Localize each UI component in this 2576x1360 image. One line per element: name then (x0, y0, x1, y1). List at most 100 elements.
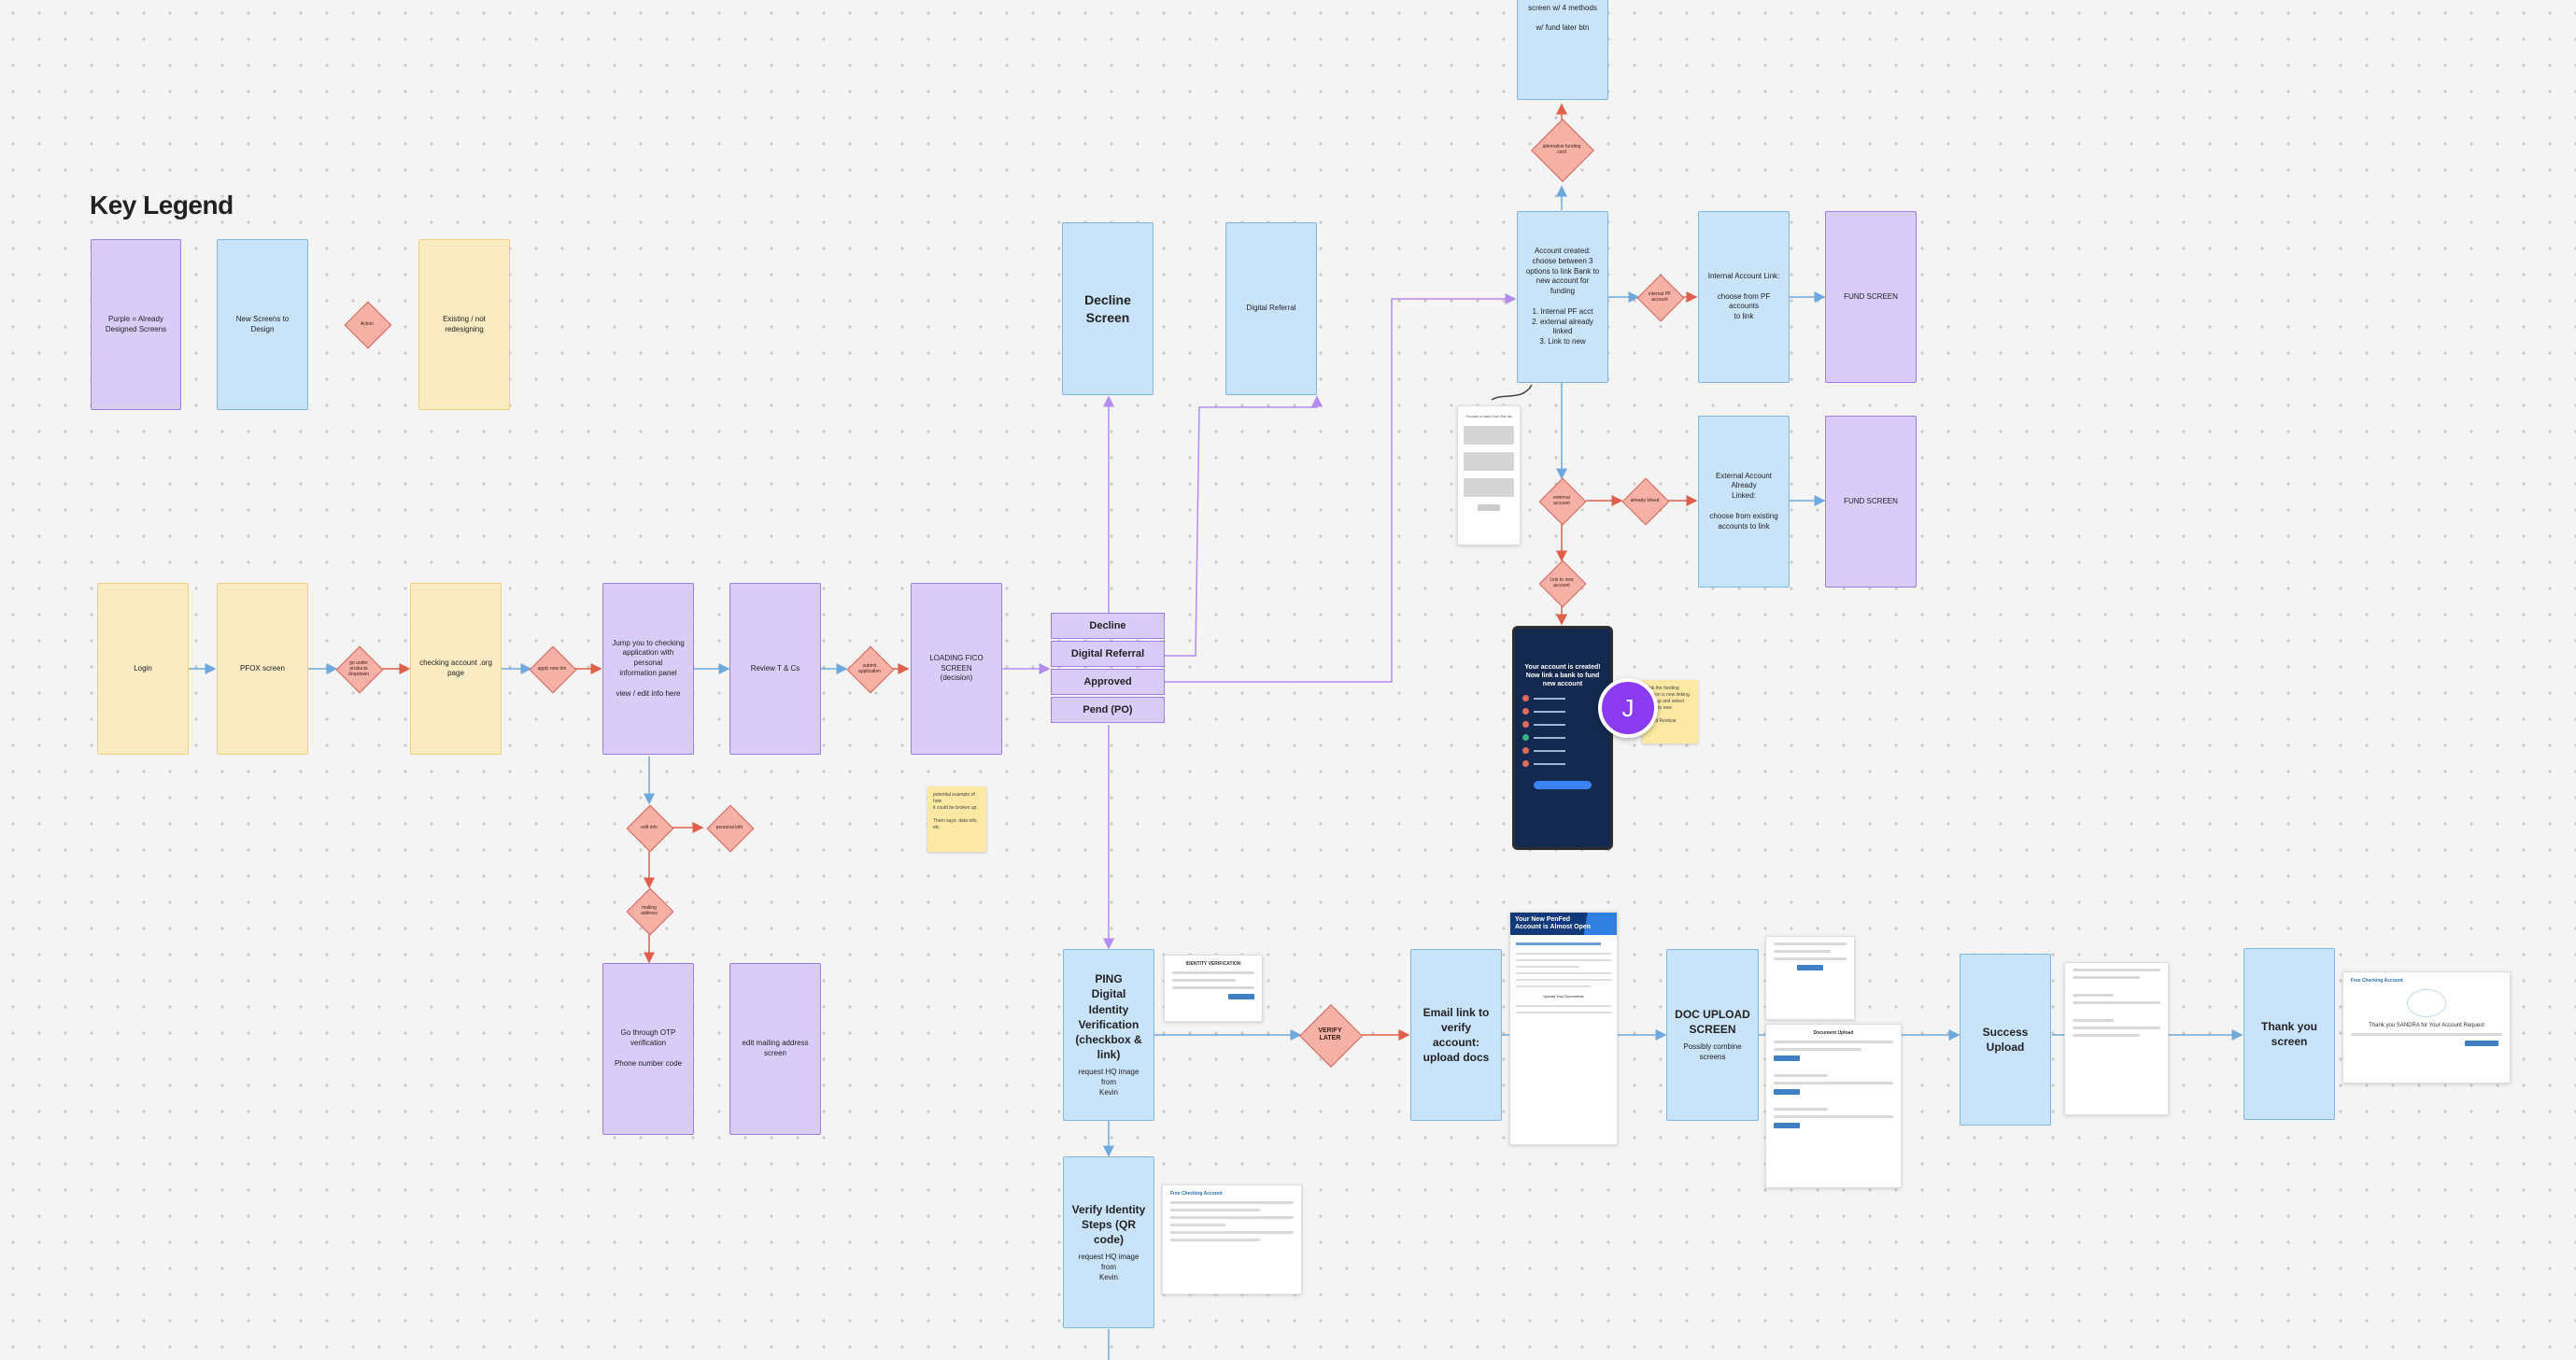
mobile-bank-row[interactable] (1522, 759, 1603, 768)
bank-choice-modal[interactable]: Choose a bank from this list (1457, 405, 1521, 545)
interstitial-top-label: interstitial screen with screen w/ 4 met… (1527, 0, 1598, 33)
personal-info-diamond[interactable]: personal info (708, 806, 751, 849)
qr-thumb-title: Free Checking Account (1170, 1191, 1223, 1197)
verify-later-diamond[interactable]: VERIFY LATER (1300, 1005, 1360, 1065)
sticky-note[interactable]: potential example of how it could be bro… (927, 786, 986, 852)
decision-decline[interactable]: Decline (1051, 613, 1165, 639)
external-account-diamond[interactable]: external account (1540, 479, 1583, 522)
bank-option-3[interactable] (1464, 478, 1514, 497)
account-created-card[interactable]: Account created: choose between 3 option… (1517, 211, 1608, 383)
placeholder-line (1516, 942, 1602, 945)
placeholder-line (1170, 1231, 1294, 1234)
submit-application-diamond[interactable]: submit application (848, 647, 891, 690)
pfox-card[interactable]: PFOX screen (217, 583, 308, 755)
doc-thumb-title: Document Upload (1813, 1030, 1854, 1036)
email-link-card[interactable]: Email link to verify account: upload doc… (1410, 949, 1502, 1121)
digital-referral-card[interactable]: Digital Referral (1225, 222, 1317, 395)
checking-page-card[interactable]: checking account .org page (410, 583, 502, 755)
ping-verification-card[interactable]: PING Digital Identity Verification (chec… (1063, 949, 1154, 1121)
personal-info-label: personal info (715, 825, 743, 830)
mailing-address-screen-card[interactable]: edit mailing address screen (729, 963, 821, 1135)
internal-account-diamond[interactable]: internal PF account (1638, 276, 1681, 319)
success-upload-card[interactable]: Success Upload (1960, 954, 2051, 1126)
thumb-button (2465, 1041, 2498, 1046)
products-dropdown-diamond[interactable]: go under products dropdown (337, 647, 380, 690)
ping-verification-note: request HQ image from Kevin (1078, 1068, 1139, 1097)
fund-screen-2-card[interactable]: FUND SCREEN (1825, 416, 1917, 588)
mobile-bank-row[interactable] (1522, 746, 1603, 755)
doc-upload-thumbnail-2: Document Upload (1765, 1024, 1902, 1188)
placeholder-line (1172, 986, 1254, 989)
placeholder-line (2073, 976, 2140, 979)
review-terms-card[interactable]: Review T & Cs (729, 583, 821, 755)
placeholder-line (1774, 1048, 1861, 1051)
verify-later-label: VERIFY LATER (1318, 1027, 1342, 1041)
login-card[interactable]: Login (97, 583, 189, 755)
alternative-funding-diamond[interactable]: alternative funding card (1532, 120, 1592, 179)
mobile-continue-button[interactable] (1534, 781, 1592, 790)
external-account-linked-card[interactable]: External Account Already Linked: choose … (1698, 416, 1790, 588)
success-upload-thumbnail (2064, 962, 2169, 1115)
bank-logo-icon (1522, 734, 1529, 742)
loading-fico-label: LOADING FICO SCREEN (decision) (929, 653, 984, 683)
decision-approved[interactable]: Approved (1051, 669, 1165, 695)
mailing-address-label: mailing address (641, 905, 658, 916)
doc-upload-title: DOC UPLOAD SCREEN (1675, 1008, 1750, 1037)
placeholder-line (1172, 971, 1254, 974)
placeholder-line (1516, 953, 1611, 955)
pfox-label: PFOX screen (239, 663, 285, 673)
products-dropdown-label: go under products dropdown (348, 660, 369, 677)
doc-upload-card[interactable]: DOC UPLOAD SCREEN Possibly combine scree… (1666, 949, 1759, 1121)
qr-screen-thumbnail: Free Checking Account (1162, 1184, 1302, 1295)
bank-logo-icon (1522, 708, 1529, 715)
already-linked-diamond[interactable]: already linked (1623, 479, 1666, 522)
decline-screen-card[interactable]: Decline Screen (1062, 222, 1154, 395)
placeholder-line (1516, 1012, 1611, 1013)
checking-application-card[interactable]: Jump you to checking application with pe… (602, 583, 694, 755)
bank-option-1[interactable] (1464, 426, 1514, 445)
thumb-button (1774, 1055, 1800, 1061)
interstitial-top-card[interactable]: interstitial screen with screen w/ 4 met… (1517, 0, 1608, 100)
placeholder-line (1172, 979, 1236, 982)
verify-identity-qr-card[interactable]: Verify Identity Steps (QR code) request … (1063, 1156, 1154, 1328)
thank-you-card[interactable]: Thank you screen (2243, 948, 2335, 1120)
thumb-button (1228, 994, 1254, 999)
mobile-bank-row[interactable] (1522, 720, 1603, 729)
placeholder-line (2073, 994, 2114, 997)
fund-screen-1-card[interactable]: FUND SCREEN (1825, 211, 1917, 383)
otp-verification-card[interactable]: Go through OTP verification Phone number… (602, 963, 694, 1135)
loading-fico-card[interactable]: LOADING FICO SCREEN (decision) (911, 583, 1002, 755)
edit-info-diamond[interactable]: edit info (628, 806, 671, 849)
email-header: Your New PenFed Account is Almost Open (1510, 913, 1617, 935)
apply-now-diamond[interactable]: apply now btn (531, 647, 573, 690)
internal-account-link-card[interactable]: Internal Account Link: choose from PF ac… (1698, 211, 1790, 383)
bank-choice-button[interactable] (1478, 504, 1500, 511)
link-new-account-label: Link to new account (1550, 577, 1574, 588)
thumb-button (1774, 1123, 1800, 1128)
verify-identity-qr-title: Verify Identity Steps (QR code) (1071, 1202, 1146, 1246)
upload-documents-button[interactable]: Upload Your Documents (1510, 992, 1617, 1000)
mobile-bank-row[interactable] (1522, 733, 1603, 742)
placeholder-line (1774, 1041, 1893, 1043)
mobile-screen-mockup: Your account is created! Now link a bank… (1512, 626, 1613, 850)
bank-name-placeholder (1534, 736, 1565, 739)
bank-option-2[interactable] (1464, 452, 1514, 471)
verify-identity-qr-note: request HQ image from Kevin (1078, 1253, 1139, 1282)
mailing-address-screen-label: edit mailing address screen (742, 1039, 809, 1057)
mobile-bank-row[interactable] (1522, 694, 1603, 702)
avatar[interactable]: J (1598, 678, 1658, 738)
review-terms-label: Review T & Cs (750, 663, 800, 673)
mobile-bank-row[interactable] (1522, 707, 1603, 715)
already-linked-label: already linked (1630, 498, 1660, 503)
bank-logo-icon (1522, 721, 1529, 729)
checking-application-label: Jump you to checking application with pe… (612, 638, 685, 698)
legend-purple-label: Purple = Already Designed Screens (105, 314, 167, 333)
link-new-account-diamond[interactable]: Link to new account (1540, 561, 1583, 604)
mailing-address-diamond[interactable]: mailing address (628, 889, 671, 932)
placeholder-line (1516, 1005, 1611, 1007)
checking-page-label: checking account .org page (419, 659, 492, 677)
decision-pend[interactable]: Pend (PO) (1051, 697, 1165, 723)
fund-screen-2-label: FUND SCREEN (1844, 496, 1898, 505)
thank-you-thumbnail: Free Checking Account Thank you SANDRA f… (2342, 971, 2511, 1084)
decision-digital-referral[interactable]: Digital Referral (1051, 641, 1165, 667)
